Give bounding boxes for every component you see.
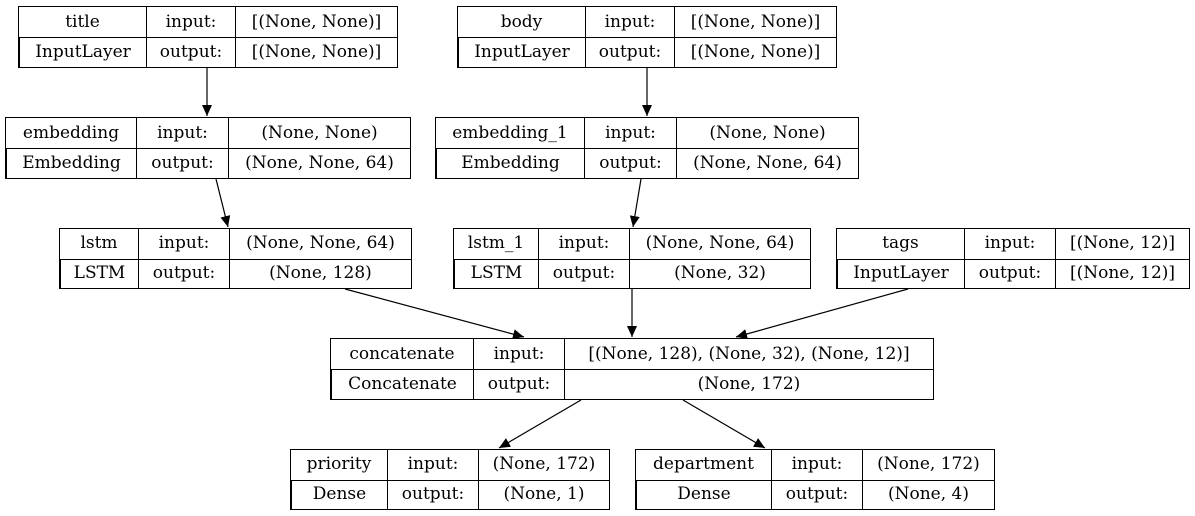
node-concatenate[interactable]: concatenate input: [(None, 128), (None, … [330,338,934,400]
node-priority-input-label: input: [387,450,478,480]
node-body-input-shape: [(None, None)] [674,7,836,37]
node-title-name: title [65,11,100,32]
node-title-output-shape: [(None, None)] [235,37,397,67]
node-priority-output-shape: (None, 1) [478,479,609,509]
node-concatenate-name: concatenate [349,343,455,364]
node-title[interactable]: title input: [(None, None)] InputLayer o… [18,6,398,68]
edge-embedding-to-lstm [215,178,231,228]
node-tags-type: InputLayer [837,258,964,288]
node-lstm_1[interactable]: lstm_1 input: (None, None, 64) LSTM outp… [453,228,811,289]
node-lstm[interactable]: lstm input: (None, None, 64) LSTM output… [59,228,412,289]
node-body[interactable]: body input: [(None, None)] InputLayer ou… [457,6,837,68]
node-body-output-label: output: [585,37,674,67]
node-priority-name: priority [306,454,372,475]
node-body-input-label: input: [585,7,674,37]
node-body-name: body [500,11,543,32]
node-title-input-shape: [(None, None)] [235,7,397,37]
node-lstm_1-output-label: output: [538,258,629,288]
node-priority-output-label: output: [387,479,478,509]
node-concatenate-output-label: output: [473,369,564,399]
node-tags-input-shape: [(None, 12)] [1055,229,1189,259]
node-department-input-label: input: [771,450,862,480]
node-lstm_1-name: lstm_1 [467,233,525,254]
node-embedding_1-input-shape: (None, None) [676,118,858,148]
node-embedding_1-output-label: output: [584,148,676,178]
node-body-type: InputLayer [458,37,585,67]
node-lstm-output-label: output: [138,258,229,288]
edge-concatenate-to-department [682,399,766,449]
node-department[interactable]: department input: (None, 172) Dense outp… [635,449,995,510]
node-title-type: InputLayer [19,37,146,67]
node-embedding_1-output-shape: (None, None, 64) [676,148,858,178]
node-title-output-label: output: [146,37,235,67]
node-embedding[interactable]: embedding input: (None, None) Embedding … [5,117,411,179]
node-concatenate-output-shape: (None, 172) [564,369,933,399]
node-lstm-output-shape: (None, 128) [229,258,411,288]
node-priority-input-shape: (None, 172) [478,450,609,480]
node-embedding_1-type: Embedding [436,148,584,178]
node-priority[interactable]: priority input: (None, 172) Dense output… [290,449,610,510]
node-lstm_1-input-shape: (None, None, 64) [629,229,810,259]
node-lstm-type: LSTM [60,258,138,288]
node-tags-output-label: output: [964,258,1055,288]
node-department-output-shape: (None, 4) [862,479,994,509]
node-lstm_1-input-label: input: [538,229,629,259]
node-priority-type: Dense [291,479,387,509]
edge-embedding_1-to-lstm_1 [629,178,642,228]
node-embedding-type: Embedding [6,148,136,178]
node-lstm-input-shape: (None, None, 64) [229,229,411,259]
node-embedding_1[interactable]: embedding_1 input: (None, None) Embeddin… [435,117,859,179]
edge-tags-to-concatenate [735,288,909,339]
node-department-input-shape: (None, 172) [862,450,994,480]
node-department-type: Dense [636,479,771,509]
node-lstm-name: lstm [80,233,118,254]
node-tags[interactable]: tags input: [(None, 12)] InputLayer outp… [836,228,1190,289]
node-concatenate-input-label: input: [473,339,564,369]
edge-lstm-to-concatenate [344,288,525,339]
node-body-output-shape: [(None, None)] [674,37,836,67]
node-department-name: department [653,454,754,475]
node-lstm_1-type: LSTM [454,258,538,288]
edge-concatenate-to-priority [498,399,582,449]
node-embedding_1-input-label: input: [584,118,676,148]
node-tags-output-shape: [(None, 12)] [1055,258,1189,288]
node-tags-name: tags [882,233,919,254]
node-embedding-output-shape: (None, None, 64) [228,148,410,178]
node-embedding-output-label: output: [136,148,228,178]
node-embedding_1-name: embedding_1 [452,122,568,143]
node-lstm-input-label: input: [138,229,229,259]
node-title-input-label: input: [146,7,235,37]
node-lstm_1-output-shape: (None, 32) [629,258,810,288]
node-concatenate-input-shape: [(None, 128), (None, 32), (None, 12)] [564,339,933,369]
node-embedding-input-shape: (None, None) [228,118,410,148]
node-department-output-label: output: [771,479,862,509]
node-tags-input-label: input: [964,229,1055,259]
node-embedding-name: embedding [22,122,120,143]
node-concatenate-type: Concatenate [331,369,473,399]
node-embedding-input-label: input: [136,118,228,148]
